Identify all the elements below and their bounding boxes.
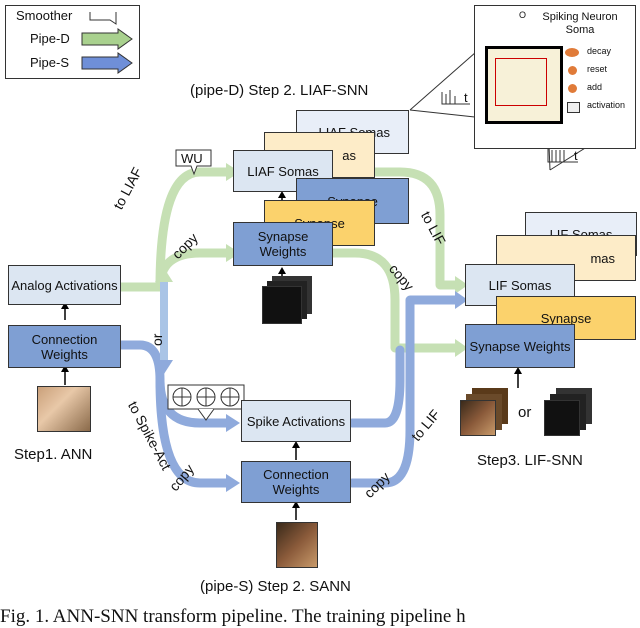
- add-icon: [568, 84, 577, 93]
- figure-caption: Fig. 1. ANN-SNN transform pipeline. The …: [0, 606, 466, 627]
- neuron-diagram: [485, 46, 563, 124]
- neuron-soma-panel: Spiking Neuron Soma decay reset add acti…: [474, 5, 636, 149]
- spike-frames-d: [262, 286, 302, 324]
- pipe-d-title: (pipe-D) Step 2. LIAF-SNN: [190, 82, 369, 99]
- spike-frames-step3: [544, 400, 580, 436]
- pipe-s-title: (pipe-S) Step 2. SANN: [200, 578, 351, 595]
- legend-pipe-d-arrow-icon: [81, 28, 133, 50]
- horse-frames-step3: [460, 400, 496, 436]
- legend-pipe-s-arrow-icon: [81, 52, 133, 74]
- legend-smoother-icon: [89, 12, 117, 25]
- reset-icon: [568, 66, 577, 75]
- legend-decay: decay: [587, 46, 612, 56]
- step1-label: Step1. ANN: [14, 446, 93, 463]
- spike-activations-box: Spike Activations: [241, 400, 351, 442]
- connection-weights-box-step1: Connection Weights: [8, 325, 121, 368]
- decay-icon: [565, 48, 579, 57]
- t-label-2: t: [574, 148, 578, 163]
- legend-add: add: [587, 82, 603, 92]
- legend-pipe-d-label: Pipe-D: [30, 31, 70, 46]
- or-label: or: [149, 333, 165, 346]
- neuron-output-label: O: [519, 10, 527, 20]
- step3-or: or: [518, 404, 532, 421]
- pipe-s-arrows: [115, 295, 460, 488]
- pig-image: [37, 386, 91, 432]
- neuron-soma-title: Spiking Neuron Soma: [542, 11, 618, 36]
- neuron-inner: [495, 58, 547, 106]
- legend-pipe-s-label: Pipe-S: [30, 55, 70, 70]
- analog-activations-box: Analog Activations: [8, 265, 121, 305]
- synapse-weights-box-d: Synapse Weights: [233, 222, 333, 266]
- activation-icon: [567, 102, 580, 113]
- horse-image-s: [276, 522, 318, 568]
- legend-activation: activation: [587, 100, 626, 110]
- connection-weights-box-s: Connection Weights: [241, 461, 351, 503]
- synapse-weights-box-step3: Synapse Weights: [465, 324, 575, 368]
- legend: Smoother Pipe-D Pipe-S: [5, 5, 140, 79]
- t-label-1: t: [464, 90, 468, 105]
- step3-label: Step3. LIF-SNN: [477, 452, 583, 469]
- legend-smoother-label: Smoother: [16, 8, 73, 23]
- wu-label: WU: [181, 151, 203, 166]
- legend-reset: reset: [587, 64, 608, 74]
